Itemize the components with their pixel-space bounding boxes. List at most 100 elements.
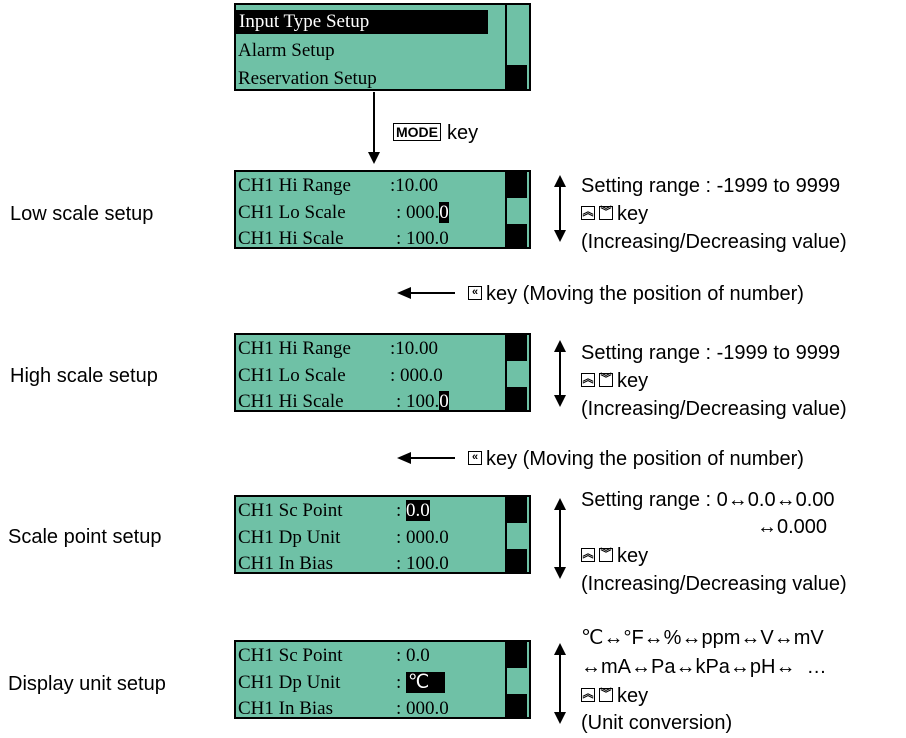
mode-key-icon: MODE [393,123,441,141]
range-up-icon [554,498,566,510]
range-down-icon [554,395,566,407]
lcd-panel: CH1 Sc Point : 0.0 CH1 Dp Unit : 000.0 CH1… [234,495,531,574]
row-label: CH1 Dp Unit [238,527,341,548]
down-double-chevron-icon: ︾ [599,547,613,562]
menu-item-alarm[interactable]: Alarm Setup [238,40,335,61]
step-label: Display unit setup [8,673,166,695]
cursor-digit[interactable]: 0 [439,202,449,223]
note-desc: (Increasing/Decreasing value) [581,573,847,595]
cursor-digit[interactable]: ℃ [406,672,446,693]
row-value: : 0.0 [396,645,430,666]
note-updown-key: ︽︾key [581,685,649,707]
row-value: : 100.0 [396,228,449,249]
row-label: CH1 Dp Unit [238,672,341,693]
range-up-icon [554,175,566,187]
range-down-icon [554,712,566,724]
down-double-chevron-icon: ︾ [599,205,613,220]
row-label: CH1 Hi Range [238,175,351,196]
up-double-chevron-icon: ︽ [581,687,595,702]
note-desc: (Unit conversion) [581,712,733,734]
move-arrow-line [409,292,455,294]
row-label: CH1 Sc Point [238,500,343,521]
row-label: CH1 In Bias [238,553,333,574]
range-up-icon [554,340,566,352]
lcd-rows: CH1 Sc Point : 0.0 CH1 Dp Unit : ℃ CH1 In … [236,642,505,717]
lcd-panel: CH1 Sc Point : 0.0 CH1 Dp Unit : ℃ CH1 In … [234,640,531,719]
scroll-block [507,335,527,361]
range-line [559,508,561,570]
step-label: Scale point setup [8,526,162,548]
scroll-block [507,549,527,572]
scrollbar[interactable] [505,497,527,572]
range-line [559,653,561,715]
note-updown-key: ︽︾key [581,203,649,225]
row-label: CH1 In Bias [238,698,333,719]
lcd-rows: CH1 Hi Range:10.00 CH1 Lo Scale: 000.0 C… [236,172,505,247]
row-value: : 000.0 [396,698,449,719]
row-label: CH1 Lo Scale [238,202,346,223]
menu-lcd: Input Type Setup Alarm Setup Reservation… [234,3,531,91]
move-arrow-head [397,287,411,299]
cursor-digit[interactable]: 0 [439,391,449,412]
note-range: Setting range : -1999 to 9999 [581,342,841,364]
scrollbar[interactable] [505,335,527,410]
row-label: CH1 Lo Scale [238,365,346,386]
range-line [559,350,561,398]
mode-arrow-line [373,92,375,154]
row-label: CH1 Hi Scale [238,391,344,412]
left-double-chevron-icon: « [468,450,482,465]
note-desc: (Increasing/Decreasing value) [581,398,847,420]
step-label: Low scale setup [10,203,154,225]
note-desc: (Increasing/Decreasing value) [581,231,847,253]
row-value: :10.00 [390,338,439,359]
scrollbar[interactable] [505,642,527,717]
up-double-chevron-icon: ︽ [581,372,595,387]
range-up-icon [554,643,566,655]
note-units-cont: ↔mA↔Pa↔kPa↔pH↔ … [581,656,827,678]
note-updown-key: ︽︾key [581,370,649,392]
lcd-panel: CH1 Hi Range:10.00 CH1 Lo Scale: 000.0 C… [234,170,531,249]
move-key-label: «key (Moving the position of number) [468,282,804,306]
note-units: ℃↔°F↔%↔ppm↔V↔mV [581,627,824,649]
range-line [559,185,561,233]
down-double-chevron-icon: ︾ [599,372,613,387]
menu-scrollbar[interactable] [505,5,527,89]
lcd-panel: CH1 Hi Range :10.00 CH1 Lo Scale : 000.0 C… [234,333,531,412]
mode-arrow-head [368,152,380,164]
lcd-rows: CH1 Sc Point : 0.0 CH1 Dp Unit : 000.0 CH1… [236,497,505,572]
row-label: CH1 Hi Scale [238,228,344,249]
down-double-chevron-icon: ︾ [599,687,613,702]
left-double-chevron-icon: « [468,285,482,300]
row-value: : 100.0 [396,391,449,412]
row-value: : 000.0 [396,527,449,548]
range-down-icon [554,567,566,579]
row-value: : 100.0 [396,553,449,574]
row-value: : 000.0 [390,365,443,386]
step-label: High scale setup [10,365,158,387]
scroll-block [507,497,527,523]
scroll-block [507,224,527,247]
lcd-rows: CH1 Hi Range :10.00 CH1 Lo Scale : 000.0 C… [236,335,505,410]
cursor-digit[interactable]: 0.0 [406,500,430,521]
scroll-block [507,694,527,717]
range-down-icon [554,230,566,242]
menu-item-reservation[interactable]: Reservation Setup [238,68,377,89]
move-arrow-head [397,452,411,464]
scroll-block [507,642,527,668]
scroll-block [507,172,527,198]
row-value: : ℃ [396,671,446,695]
scrollbar[interactable] [505,172,527,247]
note-range-cont: ↔0.000 [757,516,828,538]
row-label: CH1 Hi Range [238,338,351,359]
move-key-label: «key (Moving the position of number) [468,447,804,471]
scroll-thumb[interactable] [507,65,527,89]
row-label: CH1 Sc Point [238,645,343,666]
menu-rows: Input Type Setup Alarm Setup Reservation… [236,5,505,89]
menu-item-input-type[interactable]: Input Type Setup [236,10,488,34]
row-value: : 0.0 [396,500,430,521]
note-range: Setting range : 0↔0.0↔0.00 [581,489,835,511]
note-updown-key: ︽︾key [581,545,649,567]
move-arrow-line [409,457,455,459]
row-value: : 000.0 [396,202,449,223]
